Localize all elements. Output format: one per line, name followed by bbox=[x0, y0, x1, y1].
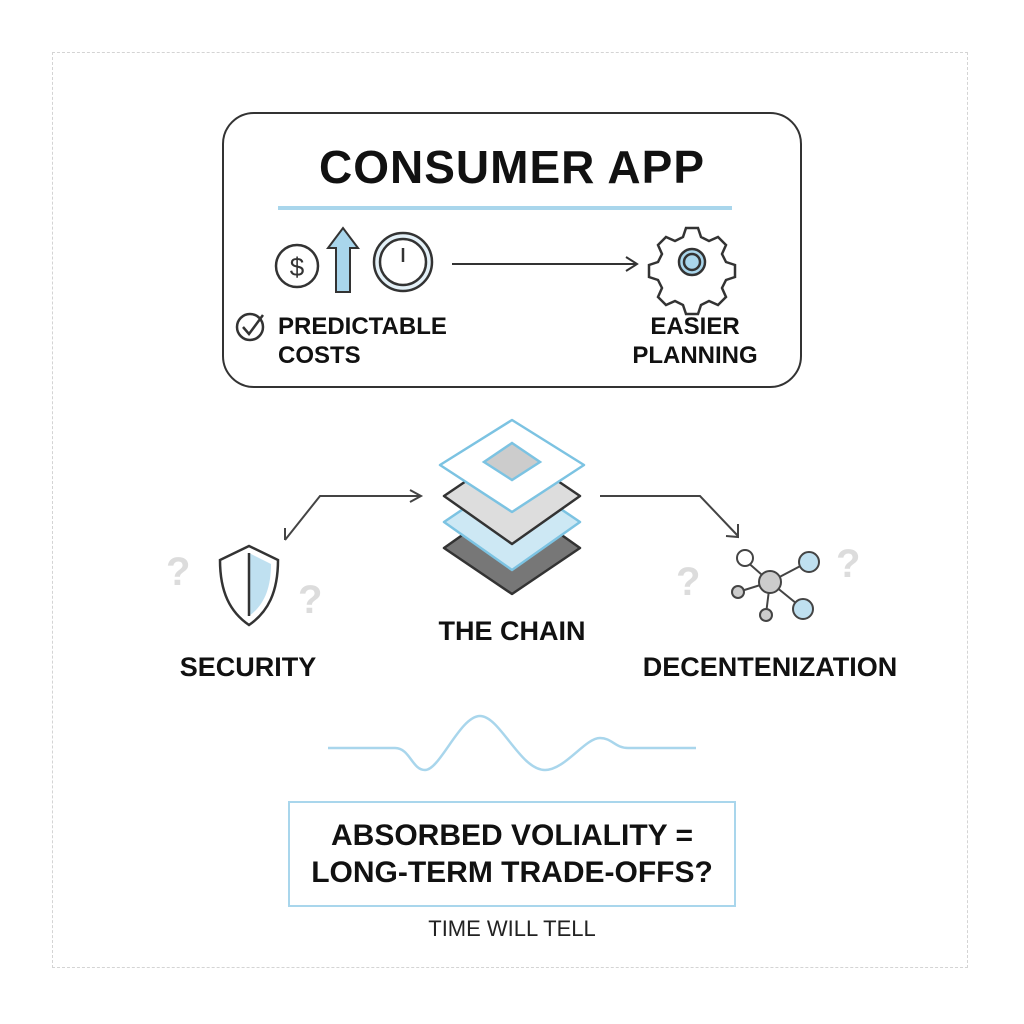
easier-planning-label: EASIER PLANNING bbox=[620, 312, 770, 370]
label-line: PREDICTABLE bbox=[278, 313, 447, 340]
arrows-to-chain bbox=[284, 489, 739, 541]
decentralization-label: DECENTENIZATION bbox=[642, 652, 898, 682]
question-mark: ? bbox=[836, 542, 861, 586]
consumer-app-title: CONSUMER APP bbox=[319, 141, 705, 193]
conclusion-box bbox=[288, 801, 736, 907]
clock-icon bbox=[372, 231, 434, 293]
question-mark: ? bbox=[166, 550, 191, 594]
label-line: EASIER bbox=[650, 313, 740, 340]
volatility-wave bbox=[328, 714, 696, 772]
label-line: PLANNING bbox=[632, 342, 758, 369]
conclusion-line: ABSORBED VOLIALITY = bbox=[331, 819, 693, 852]
dashed-frame bbox=[52, 52, 968, 968]
question-mark: ? bbox=[676, 560, 701, 604]
consumer-app-box bbox=[222, 112, 802, 388]
up-arrow-icon bbox=[326, 226, 360, 293]
conclusion-line: LONG-TERM TRADE-OFFS? bbox=[311, 856, 713, 889]
question-mark: ? bbox=[298, 578, 323, 622]
predictable-costs-label: PREDICTABLE COSTS bbox=[278, 312, 447, 370]
right-arrow bbox=[452, 256, 639, 272]
caption: TIME WILL TELL bbox=[428, 916, 596, 941]
dollar-cycle-icon: $ bbox=[274, 243, 320, 289]
shield-icon bbox=[218, 544, 280, 627]
conclusion-text: ABSORBED VOLIALITY = LONG-TERM TRADE-OFF… bbox=[288, 817, 736, 891]
label-line: COSTS bbox=[278, 342, 361, 369]
security-label: SECURITY bbox=[179, 652, 317, 682]
chain-layer-stack-icon bbox=[438, 418, 586, 596]
network-nodes-icon bbox=[731, 549, 820, 622]
chain-label: THE CHAIN bbox=[438, 616, 586, 646]
svg-text:$: $ bbox=[290, 252, 305, 282]
checkmark-circle-icon bbox=[235, 312, 265, 342]
gear-icon bbox=[647, 226, 737, 316]
